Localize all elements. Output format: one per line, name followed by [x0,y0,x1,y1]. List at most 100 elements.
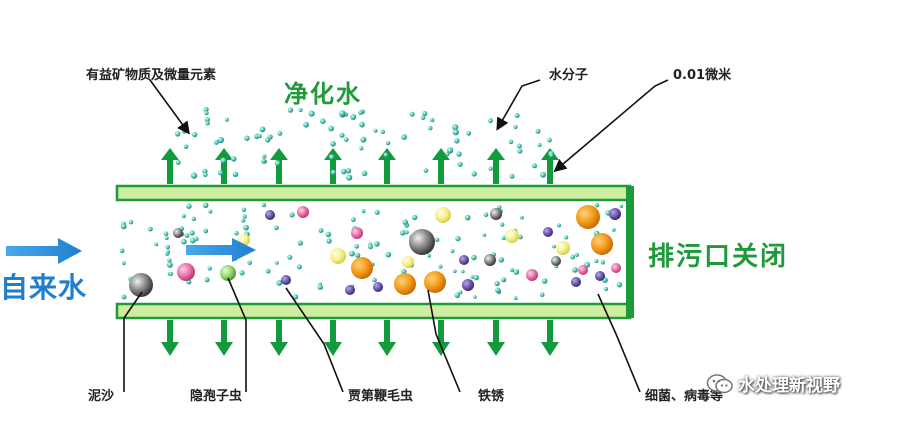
water-molecule-dot [358,110,363,115]
water-molecule-dot [186,203,192,209]
water-molecule-dot [435,237,440,242]
water-molecule-dot [202,202,209,209]
water-molecule-dot [243,224,249,231]
particle [373,282,383,292]
label-beneficial-minerals: 有益矿物质及微量元素 [86,68,217,83]
watermark: 水处理新视野 [706,371,840,396]
water-molecule-dot [385,140,391,146]
green-down-arrow [215,320,233,356]
water-molecule-dot [359,121,365,128]
particle [265,210,275,220]
water-molecule-dot [265,268,271,274]
water-molecule-dot [345,168,352,174]
water-molecule-dot [564,235,569,240]
label-cryptosporidium: 隐孢子虫 [190,389,243,404]
water-molecule-dot [217,136,224,144]
particle [505,229,519,243]
water-molecule-dot [351,217,356,223]
label-sediment: 泥沙 [88,389,115,404]
particle [571,277,581,287]
water-molecule-dot [121,261,126,266]
rust-particle [394,273,416,295]
water-molecule-dot [372,277,377,283]
particle [330,248,346,264]
label-giardia: 贾第鞭毛虫 [348,389,414,404]
water-molecule-dot [516,143,522,149]
water-molecule-dot [483,212,489,217]
pointer-pore-size [553,79,669,173]
water-molecule-dot [257,134,262,139]
water-molecule-dot [168,271,174,276]
water-molecule-dot [427,253,431,258]
water-molecule-dot [452,124,459,131]
water-molecule-dot [594,203,600,208]
water-molecule-dot [532,163,537,169]
water-molecule-dot [154,242,159,247]
green-up-arrow [541,148,559,184]
water-molecule-dot [287,254,293,260]
water-molecule-dot [328,125,334,132]
water-molecule-dot [317,284,323,290]
pointer-bacteria [597,293,641,393]
green-down-arrow [161,320,179,356]
particle [462,279,474,291]
pointer-sediment [123,291,143,392]
water-molecule-dot [330,141,336,147]
particle [435,207,451,223]
particle [595,271,605,281]
water-molecule-dot [619,204,624,209]
water-molecule-dot [191,216,197,221]
green-up-arrow [487,148,505,184]
water-molecule-dot [510,268,514,273]
green-up-arrow [378,148,396,184]
particle [556,241,570,255]
water-molecule-dot [473,274,479,281]
water-molecule-dot [616,282,623,288]
water-molecule-dot [204,110,209,116]
top-membrane [115,184,632,202]
water-molecule-dot [167,258,172,263]
water-molecule-dot [328,154,335,160]
water-molecule-dot [175,131,181,137]
water-molecule-dot [541,278,548,284]
water-molecule-dot [471,254,477,261]
water-molecule-dot [450,249,455,254]
green-down-arrow [432,320,450,356]
water-molecule-dot [242,214,247,219]
water-molecule-dot [297,240,303,246]
water-molecule-dot [520,215,524,220]
water-molecule-dot [330,169,337,176]
water-molecule-dot [355,252,361,258]
water-molecule-dot [354,244,359,249]
water-molecule-dot [570,254,575,260]
water-molecule-dot [241,218,246,223]
water-molecule-dot [471,171,477,177]
water-molecule-dot [262,154,267,159]
water-molecule-dot [497,205,502,210]
water-molecule-dot [259,126,266,133]
particle [459,255,469,265]
water-molecule-dot [207,266,212,271]
water-molecule-dot [501,277,507,283]
water-molecule-dot [241,207,247,212]
water-molecule-dot [611,228,616,232]
water-molecule-dot [488,118,493,124]
water-molecule-dot [275,261,279,265]
water-molecule-dot [359,146,364,151]
water-molecule-dot [303,121,309,128]
water-molecule-dot [339,132,345,138]
water-molecule-dot [204,277,210,283]
water-molecule-dot [239,270,245,276]
label-drain-closed: 排污口关闭 [648,242,789,272]
water-molecule-dot [547,137,552,143]
water-molecule-dot [181,238,187,245]
water-molecule-dot [289,212,295,218]
water-molecule-dot [409,111,415,117]
water-molecule-dot [308,110,315,117]
bacteria-particle [591,233,613,255]
water-molecule-dot [349,250,355,257]
inner-flow-arrow [186,238,256,262]
water-molecule-dot [230,156,237,162]
water-molecule-dot [557,223,561,228]
